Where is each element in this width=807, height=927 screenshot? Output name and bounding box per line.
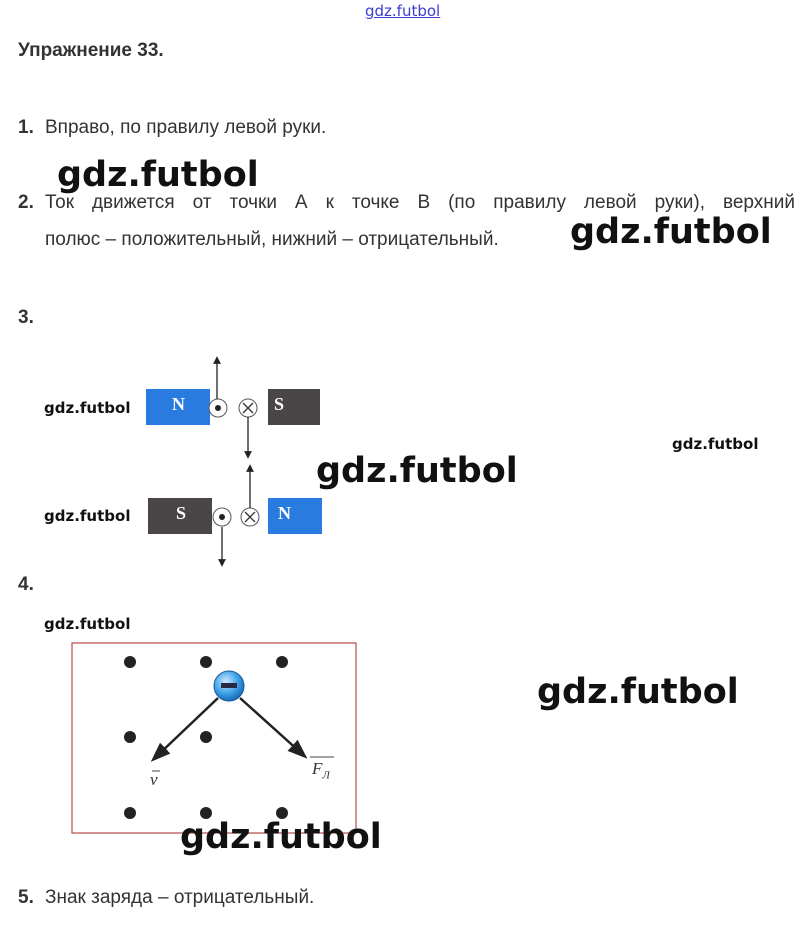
watermark: gdz.futbol xyxy=(672,435,759,453)
item-1-text: Вправо, по правилу левой руки. xyxy=(45,117,327,138)
force-label: FЛ xyxy=(312,759,330,781)
north-magnet xyxy=(146,389,210,425)
south-magnet xyxy=(268,389,320,425)
item-4-number: 4. xyxy=(18,574,34,595)
pole-label: S xyxy=(176,503,187,523)
pole-label: N xyxy=(172,394,185,414)
bottom-magnet-pair xyxy=(148,464,322,567)
item-3-number: 3. xyxy=(18,307,34,328)
watermark: gdz.futbol xyxy=(537,672,739,712)
watermark: gdz.futbol xyxy=(316,451,518,491)
pole-label: N xyxy=(278,503,291,523)
watermark: gdz.futbol xyxy=(57,155,259,195)
item-2-line-1: Ток движется от точки А к точке В (по пр… xyxy=(45,192,795,213)
watermark: gdz.futbol xyxy=(44,507,131,525)
watermark: gdz.futbol xyxy=(44,399,131,417)
item-5-text: Знак заряда – отрицательный. xyxy=(45,887,315,908)
force-arrow xyxy=(239,697,308,759)
field-dots xyxy=(124,656,288,819)
watermark: gdz.futbol xyxy=(44,615,131,633)
watermark: gdz.futbol xyxy=(180,817,382,857)
north-magnet xyxy=(268,498,322,534)
velocity-arrow xyxy=(150,697,219,762)
velocity-label: v xyxy=(150,770,158,789)
item-2-number: 2. xyxy=(18,192,34,213)
south-magnet xyxy=(148,498,212,534)
field-frame xyxy=(71,642,357,834)
top-magnet-pair xyxy=(146,356,320,459)
watermark: gdz.futbol xyxy=(570,212,772,252)
exercise-title: Упражнение 33. xyxy=(18,40,164,61)
pole-label: S xyxy=(274,394,285,414)
item-2-line-2: полюс – положительный, нижний – отрицате… xyxy=(45,229,499,250)
item-1-number: 1. xyxy=(18,117,34,138)
item-5-number: 5. xyxy=(18,887,34,908)
charge-diagram xyxy=(71,642,357,834)
force-symbol: F xyxy=(312,759,323,778)
force-subscript: Л xyxy=(322,769,330,782)
watermark-link[interactable]: gdz.futbol xyxy=(365,2,441,20)
